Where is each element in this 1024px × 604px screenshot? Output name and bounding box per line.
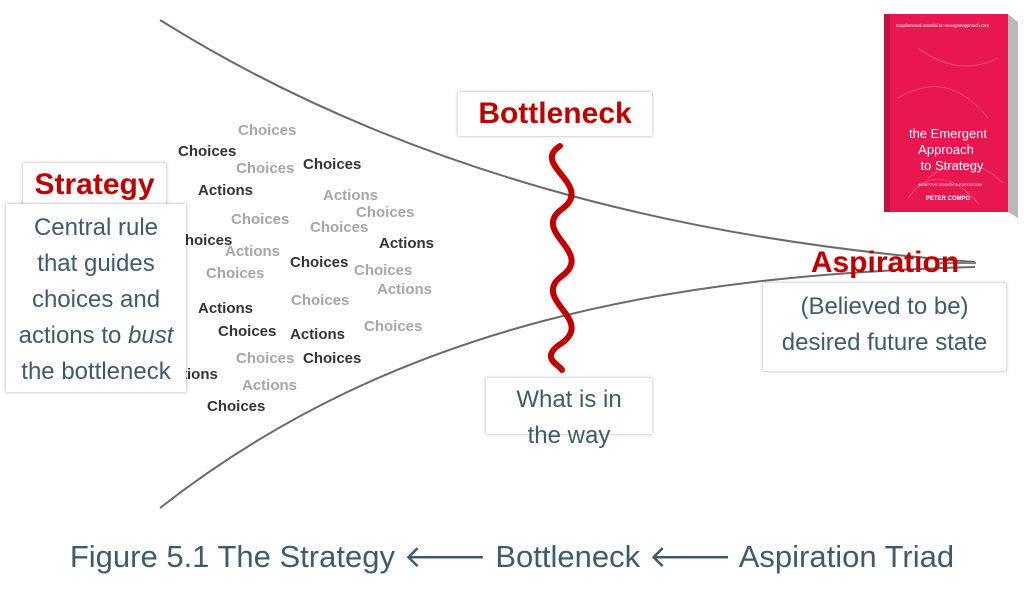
cloud-word-choices: Choices	[310, 219, 368, 236]
aspiration-heading: Aspiration	[790, 245, 980, 281]
obstacle-line-2: the way	[486, 418, 652, 454]
book-author: PETER COMPO	[926, 196, 971, 202]
strategy-line-3: choices and	[6, 282, 186, 318]
cloud-word-choices: Choices	[303, 350, 361, 367]
cloud-word-choices: Choices	[236, 160, 294, 177]
cloud-word-choices: Choices	[303, 156, 361, 173]
cloud-word-actions: Actions	[323, 187, 378, 204]
cloud-word-actions: Actions	[225, 243, 280, 260]
cloud-word-actions: Actions	[290, 326, 345, 343]
cloud-word-choices: Choices	[290, 254, 348, 271]
strategy-heading: Strategy	[23, 163, 166, 207]
strategy-line-1: Central rule	[6, 210, 186, 246]
cloud-word-choices: Choices	[364, 318, 422, 335]
book-supplement-text: Supplemental material on emergentapproac…	[896, 23, 989, 28]
bottleneck-heading: Bottleneck	[458, 92, 652, 136]
book-title-line-2: Approach	[918, 142, 974, 157]
cloud-word-choices: Choices	[354, 262, 412, 279]
caption-arrow-icon: 🡐	[404, 539, 487, 574]
cloud-word-choices: Choices	[218, 323, 276, 340]
cloud-word-tions: tions	[182, 366, 218, 383]
aspiration-line-1: (Believed to be)	[763, 289, 1006, 325]
bottleneck-squiggle	[551, 146, 572, 370]
caption-part-3: Aspiration Triad	[732, 539, 954, 574]
strategy-line-4: actions to bust	[6, 318, 186, 354]
cloud-word-choices: Choices	[178, 143, 236, 160]
strategy-line-5: the bottleneck	[6, 354, 186, 390]
cloud-word-choices: Choices	[207, 398, 265, 415]
cloud-word-actions: Actions	[377, 281, 432, 298]
cloud-word-choices: Choices	[236, 350, 294, 367]
aspiration-description: (Believed to be) desired future state	[763, 283, 1006, 371]
obstacle-line-1: What is in	[516, 386, 621, 413]
strategy-description: Central rule that guides choices and act…	[6, 204, 186, 392]
book-cover-image: Supplemental material on emergentapproac…	[858, 8, 1018, 220]
caption-arrow-icon-2: 🡐	[649, 539, 732, 574]
cloud-word-actions: Actions	[379, 235, 434, 252]
cloud-word-choices: Choices	[291, 292, 349, 309]
cloud-word-choices: Choices	[238, 122, 296, 139]
caption-part-2: Bottleneck	[487, 539, 649, 574]
strategy-line-2: that guides	[6, 246, 186, 282]
cloud-word-choices: Choices	[206, 265, 264, 282]
figure-caption: Figure 5.1 The Strategy 🡐 Bottleneck 🡐 A…	[0, 538, 1024, 575]
caption-part-1: Figure 5.1 The Strategy	[70, 539, 404, 574]
strategy-line-4-text: actions to	[19, 322, 128, 349]
book-subtitle: ADAPTIVE DESIGN & EXECUTION	[918, 182, 983, 187]
book-title-line-3: to Strategy	[921, 158, 984, 173]
cloud-word-actions: Actions	[242, 377, 297, 394]
obstacle-description: What is in the way	[486, 378, 652, 434]
strategy-emphasis-bust: bust	[128, 322, 173, 349]
cloud-word-actions: Actions	[198, 182, 253, 199]
book-title-line-1: the Emergent	[909, 126, 987, 141]
cloud-word-choices: Choices	[231, 211, 289, 228]
aspiration-line-2: desired future state	[763, 325, 1006, 361]
cloud-word-actions: Actions	[198, 300, 253, 317]
